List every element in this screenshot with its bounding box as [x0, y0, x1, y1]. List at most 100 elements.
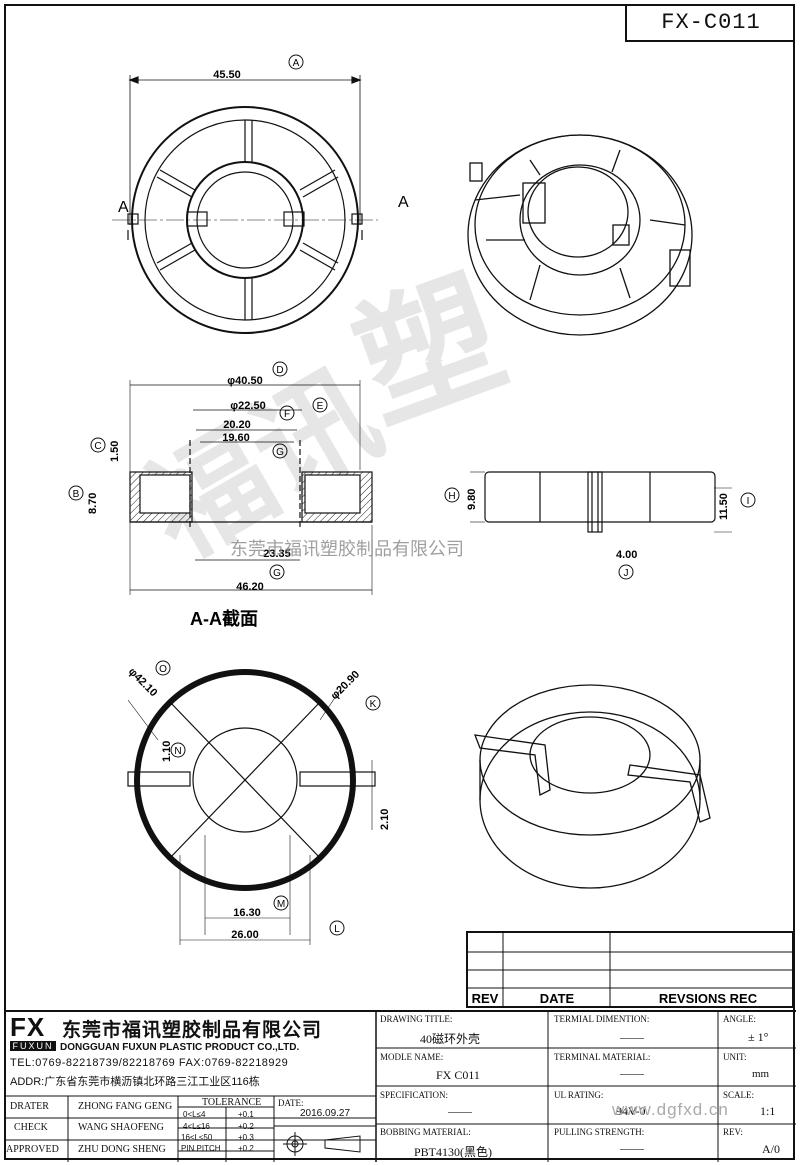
technical-drawing: 福讯 塑 45.50 A A A: [68, 54, 794, 1008]
ul-rating-label: UL RATING:: [554, 1090, 604, 1100]
pulling-strength-label: PULLING STRENGTH:: [554, 1127, 645, 1137]
dim-g: 19.60: [222, 432, 250, 444]
dim-d: φ40.50: [227, 375, 262, 387]
tolerance-title: TOLERANCE: [202, 1097, 262, 1108]
svg-text:L: L: [334, 924, 340, 935]
dim-b: 8.70: [87, 493, 99, 514]
dim-i: 11.50: [718, 493, 730, 520]
revision-table: [466, 931, 794, 1008]
dim-h: 9.80: [466, 489, 478, 510]
signoff-name-2: ZHU DONG SHENG: [78, 1144, 166, 1155]
bottom-labels: O K N M L: [155, 660, 381, 936]
terminal-material-label: TERMINAL MATERIAL:: [554, 1052, 651, 1062]
svg-text:H: H: [448, 491, 455, 502]
dim-n: 1.10: [161, 741, 173, 762]
bobbing-material-value: PBT4130(黑色): [414, 1145, 493, 1159]
ul-rating-value: 94V-0: [616, 1104, 646, 1118]
tol-range-1: 4<L≤16: [183, 1122, 210, 1131]
company-logo: FX FUXUN: [10, 1013, 56, 1055]
termial-dimention-label: TERMIAL DIMENTION:: [554, 1014, 650, 1024]
svg-text:O: O: [159, 664, 167, 675]
unit-label: UNIT:: [723, 1052, 747, 1062]
signoff-role-0: DRATER: [10, 1101, 49, 1112]
dim-o: φ42.10: [126, 666, 160, 700]
rev-value: A/0: [762, 1142, 780, 1156]
svg-text:N: N: [174, 746, 181, 757]
drawing-title-label: DRAWING TITLE:: [380, 1014, 453, 1024]
section-labels: D E F G C B G: [68, 361, 328, 580]
terminal-material-value: ——: [620, 1066, 644, 1080]
tol-range-0: 0<L≤4: [183, 1110, 206, 1119]
signoff-role-1: CHECK: [14, 1122, 48, 1133]
scale-label: SCALE:: [723, 1090, 755, 1100]
svg-text:E: E: [317, 401, 324, 412]
angle-label: ANGLE:: [723, 1014, 756, 1024]
drawing-title-value: 40磁环外壳: [420, 1032, 481, 1046]
angle-value: ± 1°: [748, 1030, 769, 1044]
drawing-frame: [4, 4, 795, 1160]
watermark-url: www.dgfxd.cn: [612, 1100, 729, 1119]
model-name-label: MODLE NAME:: [380, 1052, 444, 1062]
svg-text:I: I: [747, 496, 750, 507]
signoff-name-1: WANG SHAOFENG: [78, 1122, 164, 1133]
svg-text:DATE: DATE: [540, 991, 575, 1006]
side-view: [470, 471, 732, 533]
specification-label: SPECIFICATION:: [380, 1090, 449, 1100]
dim-e: φ22.50: [230, 400, 265, 412]
dim-center: 23.35: [263, 548, 291, 560]
bobbing-material-label: BOBBING MATERIAL:: [380, 1127, 471, 1137]
section-mark-left: A: [118, 199, 129, 216]
top-view: [112, 75, 378, 334]
svg-text:F: F: [284, 409, 290, 420]
tol-range-2: 16<L≤50: [181, 1133, 213, 1142]
company-tel: TEL:0769-82218739/82218769 FAX:0769-8221…: [10, 1057, 289, 1069]
dim-top-a: 45.50: [213, 69, 241, 81]
svg-text:M: M: [277, 899, 285, 910]
label-a-circle: A: [288, 54, 304, 70]
company-name-cn: 东莞市福讯塑胶制品有限公司: [62, 1020, 323, 1041]
dim-j: 4.00: [616, 549, 637, 561]
svg-text:G: G: [273, 568, 281, 579]
dim-m: 16.30: [233, 907, 261, 919]
side-labels: H I J: [444, 487, 756, 580]
signoff-name-0: ZHONG FANG GENG: [78, 1101, 173, 1112]
model-name-value: FX C011: [436, 1068, 480, 1082]
pulling-strength-value: ——: [620, 1141, 644, 1155]
watermark-company: 东莞市福讯塑胶制品有限公司: [230, 539, 464, 559]
tol-value-1: +0.2: [238, 1122, 254, 1131]
scale-value: 1:1: [760, 1104, 776, 1118]
title-block-grid: [4, 1010, 796, 1162]
dim-c: 1.50: [109, 441, 121, 462]
tol-value-0: +0.1: [238, 1110, 254, 1119]
rev-label: REV:: [723, 1127, 743, 1137]
unit-value: mm: [752, 1068, 770, 1080]
termial-dimention-value: ——: [620, 1030, 644, 1044]
dim-side: 2.10: [379, 809, 391, 830]
svg-text:K: K: [370, 699, 377, 710]
section-view: [129, 380, 373, 595]
revision-headers: REV DATE REVSIONS REC: [472, 991, 758, 1006]
company-name-en: DONGGUAN FUXUN PLASTIC PRODUCT CO.,LTD.: [60, 1042, 300, 1053]
section-title: A-A截面: [190, 608, 258, 629]
svg-text:REVSIONS REC: REVSIONS REC: [659, 991, 758, 1006]
dim-f: 20.20: [223, 419, 251, 431]
tol-value-3: +0.2: [238, 1144, 254, 1153]
drawing-number: FX-C011: [625, 4, 795, 42]
company-address: ADDR:广东省东莞市横沥镇北环路三江工业区116栋: [10, 1076, 260, 1088]
svg-text:B: B: [73, 489, 80, 500]
tol-range-3: PIN PITCH: [181, 1144, 221, 1153]
date-label: DATE:: [278, 1098, 304, 1108]
dim-k: φ20.90: [329, 669, 363, 703]
svg-text:A: A: [293, 58, 300, 69]
bottom-view: [127, 669, 376, 945]
svg-text:D: D: [276, 365, 283, 376]
svg-text:C: C: [94, 441, 101, 452]
dim-l: 26.00: [231, 929, 259, 941]
svg-text:REV: REV: [472, 991, 499, 1006]
specification-value: ——: [448, 1104, 472, 1118]
section-mark-right: A: [398, 194, 409, 211]
svg-text:G: G: [276, 447, 284, 458]
tol-value-2: +0.3: [238, 1133, 254, 1142]
dim-bottom: 46.20: [236, 581, 264, 593]
svg-text:J: J: [624, 568, 629, 579]
